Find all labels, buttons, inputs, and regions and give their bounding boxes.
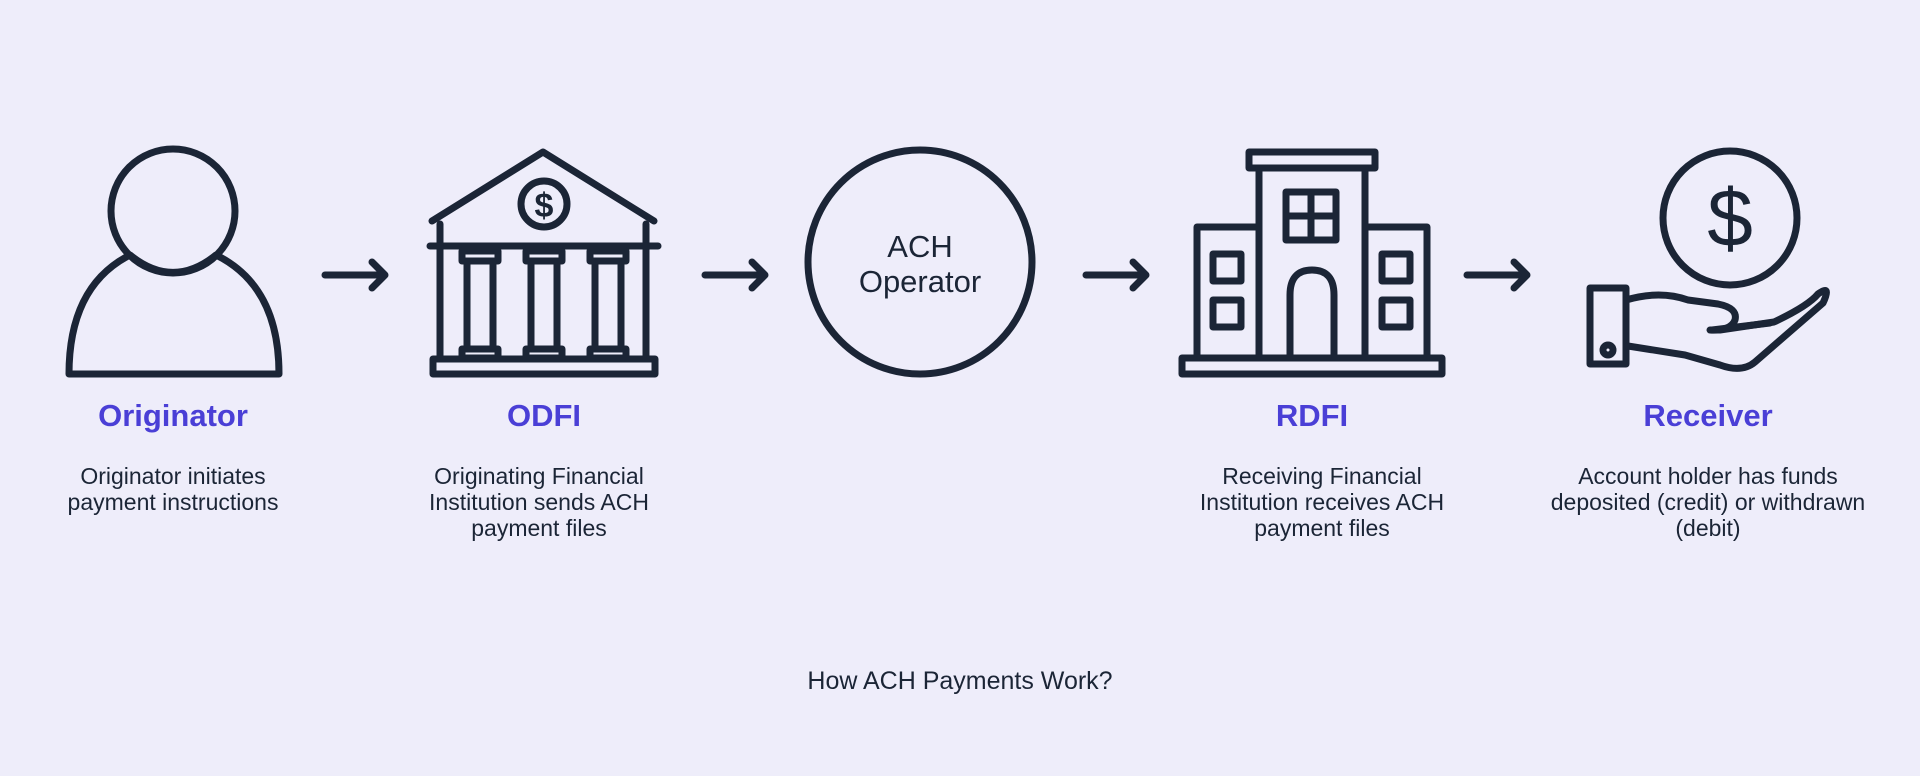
odfi-description: Originating Financial Institution sends … xyxy=(429,463,649,541)
bank-dollar-symbol: $ xyxy=(535,187,554,225)
arrow-icon xyxy=(1082,258,1150,292)
originator-description: Originator initiates payment instruction… xyxy=(67,463,279,515)
odfi-title: ODFI xyxy=(506,398,582,433)
arrow-icon xyxy=(321,258,389,292)
originator-title: Originator xyxy=(98,398,248,433)
ach-operator-label-line2: Operator xyxy=(859,264,981,299)
ach-operator-label-line1: ACH xyxy=(887,229,952,264)
rdfi-description: Receiving Financial Institution receives… xyxy=(1199,463,1445,541)
person-icon xyxy=(65,145,283,378)
money-dollar-symbol: $ xyxy=(1707,173,1753,264)
bank-icon xyxy=(426,148,662,378)
arrow-icon xyxy=(701,258,769,292)
receiver-title: Receiver xyxy=(1643,398,1773,433)
receiver-description: Account holder has funds deposited (cred… xyxy=(1550,463,1866,541)
building-icon xyxy=(1178,148,1446,378)
diagram-caption: How ACH Payments Work? xyxy=(807,667,1113,695)
arrow-icon xyxy=(1463,258,1531,292)
rdfi-title: RDFI xyxy=(1275,398,1349,433)
ach-operator-circle xyxy=(804,146,1036,378)
hand-money-icon xyxy=(1586,147,1830,372)
